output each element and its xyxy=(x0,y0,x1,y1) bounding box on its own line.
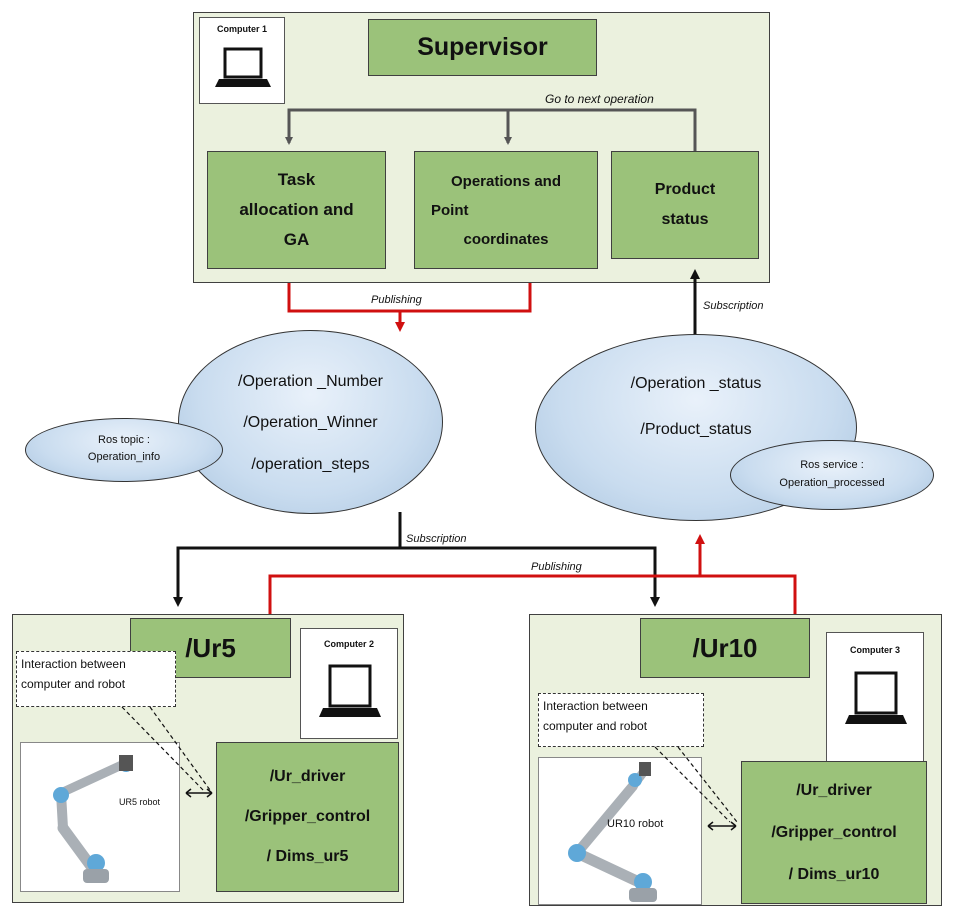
laptop-icon xyxy=(845,671,907,724)
ur5-robot-label: UR5 robot xyxy=(119,797,161,807)
product-status-line-2: status xyxy=(661,211,709,228)
ur5-node-gripper: /Gripper_control xyxy=(244,808,371,825)
robot-arm-icon xyxy=(53,755,133,883)
robot-arm-icon xyxy=(568,762,657,902)
task-allocation-line-3: GA xyxy=(283,230,310,249)
ur10-node-driver: /Ur_driver xyxy=(796,781,872,799)
ur5-nodes-box: /Ur_driver /Gripper_control / Dims_ur5 xyxy=(216,742,399,892)
ros-topic-tag-line-2: Operation_info xyxy=(87,451,161,463)
subscription-bottom-branch xyxy=(400,546,660,607)
operations-coordinates-box: Operations and Point coordinates xyxy=(414,151,598,269)
ur10-interaction-note: Interaction between computer and robot xyxy=(538,693,704,747)
topic-operation-winner: /Operation_Winner xyxy=(243,414,378,431)
publishing-top-label: Publishing xyxy=(371,294,422,306)
computer-2-label: Computer 2 xyxy=(323,639,374,649)
computer-1-label: Computer 1 xyxy=(216,24,267,34)
topic-operation-number: /Operation _Number xyxy=(238,373,383,390)
topics-left-ellipse: /Operation _Number /Operation_Winner /op… xyxy=(178,330,443,514)
topic-operation-steps: /operation_steps xyxy=(251,456,370,473)
ros-topic-tag-line-1: Ros topic : xyxy=(98,434,150,446)
product-status-line-1: Product xyxy=(654,181,716,198)
supervisor-title: Supervisor xyxy=(368,19,597,76)
ur10-robot-image: UR10 robot xyxy=(538,757,702,905)
publishing-bottom-line xyxy=(268,574,797,614)
publishing-bottom-label: Publishing xyxy=(531,561,582,573)
ur5-interaction-note: Interaction between computer and robot xyxy=(16,651,176,707)
ros-service-tag-line-1: Ros service : xyxy=(800,459,864,471)
product-status-box: Product status xyxy=(611,151,759,259)
ur5-robot-image: UR5 robot xyxy=(20,742,180,892)
computer-3-card: Computer 3 xyxy=(826,632,924,763)
computer-2-card: Computer 2 xyxy=(300,628,398,739)
ur5-node-driver: /Ur_driver xyxy=(269,768,346,785)
computer-3-label: Computer 3 xyxy=(849,645,900,655)
feedback-loop-line xyxy=(285,108,697,151)
ros-service-tag: Ros service : Operation_processed xyxy=(730,440,934,510)
ur5-interaction-line-1: Interaction between xyxy=(21,657,126,671)
laptop-icon xyxy=(319,664,381,717)
ur10-interaction-line-1: Interaction between xyxy=(543,699,648,713)
feedback-label: Go to next operation xyxy=(545,92,654,106)
subscription-bottom-line xyxy=(173,512,402,607)
task-allocation-line-2: allocation and xyxy=(239,200,354,219)
task-allocation-line-1: Task xyxy=(277,170,316,189)
ur10-node-gripper: /Gripper_control xyxy=(771,823,897,841)
ur5-node-dims: / Dims_ur5 xyxy=(266,848,349,865)
ur10-robot-label: UR10 robot xyxy=(607,818,664,830)
ur10-nodes-box: /Ur_driver /Gripper_control / Dims_ur10 xyxy=(741,761,927,904)
ur5-interaction-line-2: computer and robot xyxy=(21,677,126,691)
laptop-icon xyxy=(215,47,271,87)
ur10-interaction-line-2: computer and robot xyxy=(543,719,648,733)
ros-topic-tag: Ros topic : Operation_info xyxy=(25,418,223,482)
operations-line-1: Operations and xyxy=(450,172,562,190)
operations-line-3: coordinates xyxy=(463,230,549,248)
publishing-top-line xyxy=(287,283,532,313)
topic-operation-status: /Operation _status xyxy=(630,375,762,392)
operations-line-2: Point xyxy=(431,201,469,219)
task-allocation-box: Task allocation and GA xyxy=(207,151,386,269)
ur10-node-dims: / Dims_ur10 xyxy=(788,865,880,883)
topic-product-status: /Product_status xyxy=(640,421,752,438)
subscription-bottom-label: Subscription xyxy=(406,533,467,545)
computer-1-card: Computer 1 xyxy=(199,17,285,104)
ros-service-tag-line-2: Operation_processed xyxy=(779,477,885,489)
subscription-top-label: Subscription xyxy=(703,300,764,312)
ur10-title: /Ur10 xyxy=(640,618,810,678)
